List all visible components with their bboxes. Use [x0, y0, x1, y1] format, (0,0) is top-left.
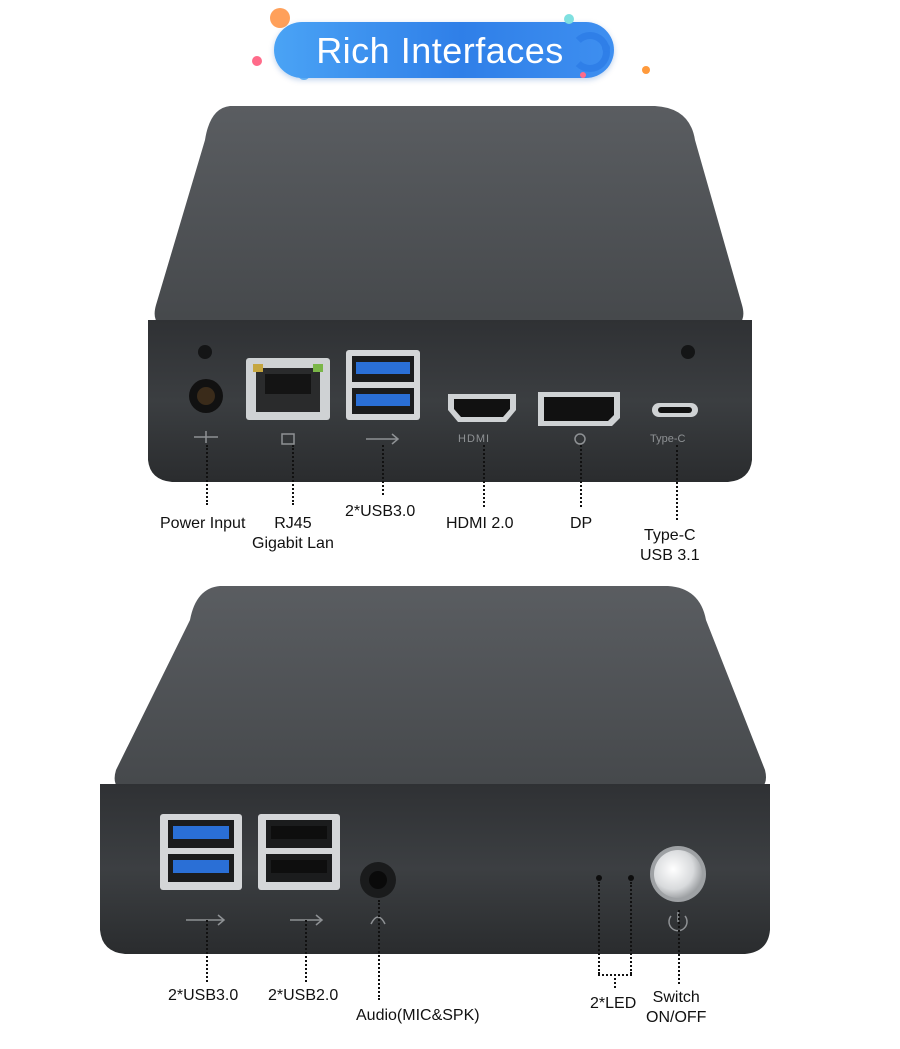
typec-leader [676, 445, 678, 520]
usb30-front-label: 2*USB3.0 [168, 987, 239, 1004]
decor-dot-blue-small [602, 44, 610, 52]
decor-dot-orange-small [642, 66, 650, 74]
dp-leader [580, 445, 582, 507]
hdmi-silkscreen-label: HDMI [458, 433, 491, 445]
decor-dot-orange [270, 8, 290, 28]
rj45-leader [292, 445, 294, 505]
decor-dot-pink-small [580, 72, 586, 78]
audio-label: Audio(MIC&SPK) [356, 1007, 480, 1024]
rj45-label: RJ45 Gigabit Lan [252, 515, 334, 552]
hdmi-leader [483, 445, 485, 507]
usb20-leader [305, 920, 307, 982]
usb30-top-label: 2*USB3.0 [345, 503, 416, 520]
power-input-label: Power Input [160, 515, 246, 532]
led-leader-right [630, 882, 632, 974]
banner: Rich Interfaces [250, 8, 670, 88]
typec-silkscreen-label: Type-C [650, 433, 686, 445]
led-label: 2*LED [590, 995, 637, 1012]
banner-title: Rich Interfaces [316, 30, 564, 71]
mini-pc-front-drawing [100, 586, 770, 954]
usb30-top-leader [382, 445, 384, 495]
typec-label: Type-C USB 3.1 [640, 527, 700, 564]
switch-label: Switch ON/OFF [646, 989, 707, 1026]
decor-dot-teal [564, 14, 574, 24]
audio-leader [378, 900, 380, 1000]
decor-dot-pink [252, 56, 262, 66]
switch-leader [678, 910, 680, 984]
mini-pc-front-photo [0, 580, 900, 970]
banner-pill [274, 22, 614, 78]
dp-label: DP [570, 515, 593, 532]
power-input-leader [206, 445, 208, 505]
hdmi-label: HDMI 2.0 [446, 515, 514, 532]
mini-pc-rear-photo: HDMI Type-C [0, 100, 900, 490]
led-leader-stem [614, 974, 616, 988]
usb20-label: 2*USB2.0 [268, 987, 339, 1004]
decor-swirl-icon [570, 32, 610, 72]
usb30-front-leader [206, 920, 208, 982]
mini-pc-rear-drawing [148, 106, 752, 482]
led-leader-left [598, 882, 600, 974]
